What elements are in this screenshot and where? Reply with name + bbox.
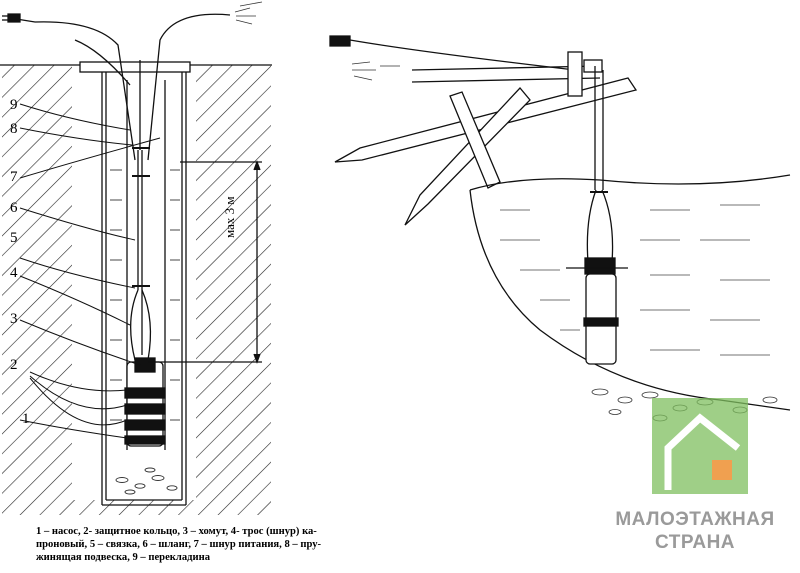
gravel xyxy=(115,467,178,495)
pump-left xyxy=(124,357,166,447)
pump-right xyxy=(566,257,628,365)
ground-left xyxy=(2,65,72,515)
caption-line: жинящая подвеска, 9 – перекладина xyxy=(36,552,210,563)
depth-label: мах 3 м xyxy=(222,196,237,238)
callout-3: 3 xyxy=(10,311,18,327)
pond-water xyxy=(500,204,770,356)
callout-6: 6 xyxy=(10,200,18,216)
water-in-well xyxy=(110,169,180,421)
callout-7: 7 xyxy=(10,169,18,185)
brand-text: МАЛОЭТАЖНАЯ СТРАНА xyxy=(590,508,800,554)
ground-right xyxy=(196,65,271,515)
caption-line: проновый, 5 – связка, 6 – шланг, 7 – шну… xyxy=(36,539,322,550)
callout-2: 2 xyxy=(10,357,18,373)
callout-5: 5 xyxy=(10,230,18,246)
brand-logo xyxy=(652,398,748,494)
callout-9: 9 xyxy=(10,97,18,113)
legend-caption: 1 – насос, 2- защитное кольцо, 3 – хомут… xyxy=(36,525,431,564)
well-section xyxy=(0,1,272,515)
callout-1: 1 xyxy=(22,411,30,427)
brand-line-1: МАЛОЭТАЖНАЯ xyxy=(615,509,775,530)
callout-4: 4 xyxy=(10,265,18,281)
leader-lines xyxy=(19,103,161,439)
caption-line: 1 – насос, 2- защитное кольцо, 3 – хомут… xyxy=(36,526,317,537)
brand-line-2: СТРАНА xyxy=(654,532,736,553)
callout-8: 8 xyxy=(10,121,18,137)
pond-section xyxy=(329,35,791,422)
ground-bottom xyxy=(72,500,196,515)
